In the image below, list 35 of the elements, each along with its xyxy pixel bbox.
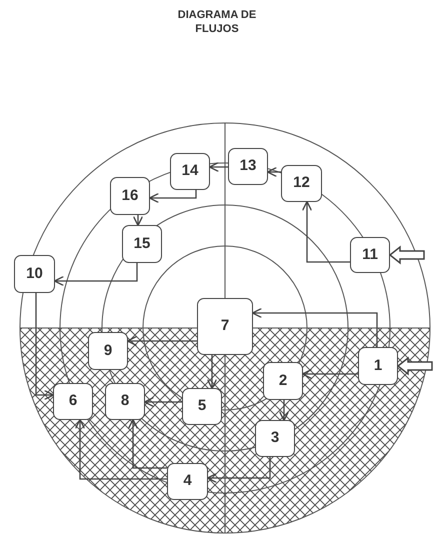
arrow: [144, 396, 182, 408]
arrow: [35, 293, 54, 400]
arrow: [206, 457, 271, 484]
process-box: 12: [281, 165, 322, 202]
process-box: 13: [228, 148, 268, 185]
arrow: [128, 418, 167, 469]
arrow: [206, 355, 218, 390]
input-arrow: [388, 245, 425, 265]
process-box: 11: [350, 237, 390, 273]
process-box: 4: [167, 463, 208, 500]
arrow: [126, 336, 197, 346]
process-box: 16: [110, 177, 150, 215]
process-box: 7: [197, 298, 253, 355]
process-box: 8: [105, 383, 145, 420]
input-arrow: [396, 356, 433, 376]
process-box: 5: [182, 388, 222, 425]
process-box: 3: [255, 420, 295, 457]
arrow: [266, 166, 281, 178]
arrow: [302, 200, 350, 263]
arrow: [302, 368, 358, 380]
process-box: 1: [358, 347, 398, 385]
arrow: [74, 418, 167, 480]
process-box: 14: [170, 153, 210, 190]
arrow: [148, 190, 197, 204]
arrow: [278, 400, 290, 422]
arrow: [54, 263, 138, 286]
arrow: [132, 215, 144, 226]
process-box: 2: [263, 362, 303, 400]
arrow: [252, 308, 378, 347]
process-box: 10: [14, 255, 55, 293]
process-box: 15: [122, 225, 162, 263]
process-box: 6: [53, 383, 93, 420]
diagram-title: DIAGRAMA DE FLUJOS: [176, 8, 258, 36]
process-box: 9: [88, 332, 128, 370]
arrow: [208, 162, 228, 172]
